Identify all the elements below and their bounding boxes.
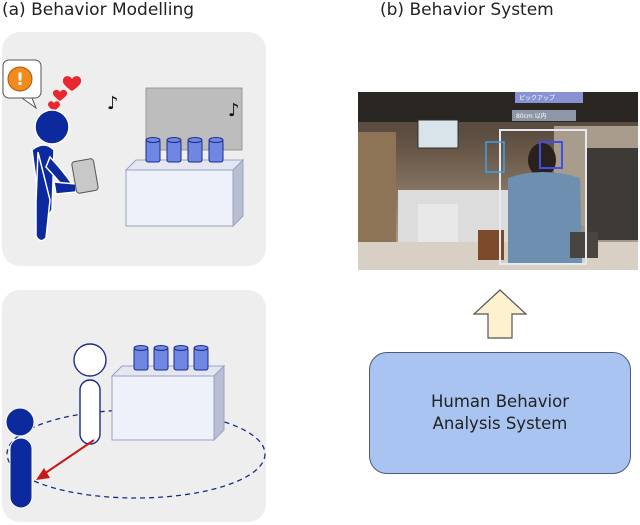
scene-panel-bottom [2,290,266,522]
cups [133,345,209,371]
cups [145,137,224,163]
scene-panel-top: ! ♪ ♪ [2,32,266,266]
heart-icon [48,76,82,111]
up-arrow-icon [472,289,528,339]
system-box-line-2: Analysis System [432,414,568,433]
alert-mark: ! [16,70,24,90]
person-drinking [31,109,77,242]
person-outline [73,343,107,445]
music-note-icon: ♪ [228,100,240,121]
person-walking [5,407,35,509]
photo-illustration [358,92,638,270]
music-note-icon: ♪ [107,93,119,114]
scene-bottom-illustration [5,343,266,509]
system-box-line-1: Human Behavior [430,392,570,411]
analysis-system-box: Human Behavior Analysis System [369,352,631,474]
camera-photo: ピックアップ 80cm 以内 [358,92,638,270]
photo-tag-pickup: ピックアップ [515,92,583,103]
scene-top-illustration: ! ♪ ♪ [2,59,245,242]
heading-behavior-modelling: (a) Behavior Modelling [2,0,195,20]
movement-arrow [36,439,95,480]
exclamation-icon: ! [7,66,33,92]
heading-behavior-system: (b) Behavior System [380,0,554,20]
counter-box [124,158,245,228]
cup-in-hand [71,158,99,194]
photo-tag-distance: 80cm 以内 [512,110,576,121]
counter-box [110,364,226,442]
